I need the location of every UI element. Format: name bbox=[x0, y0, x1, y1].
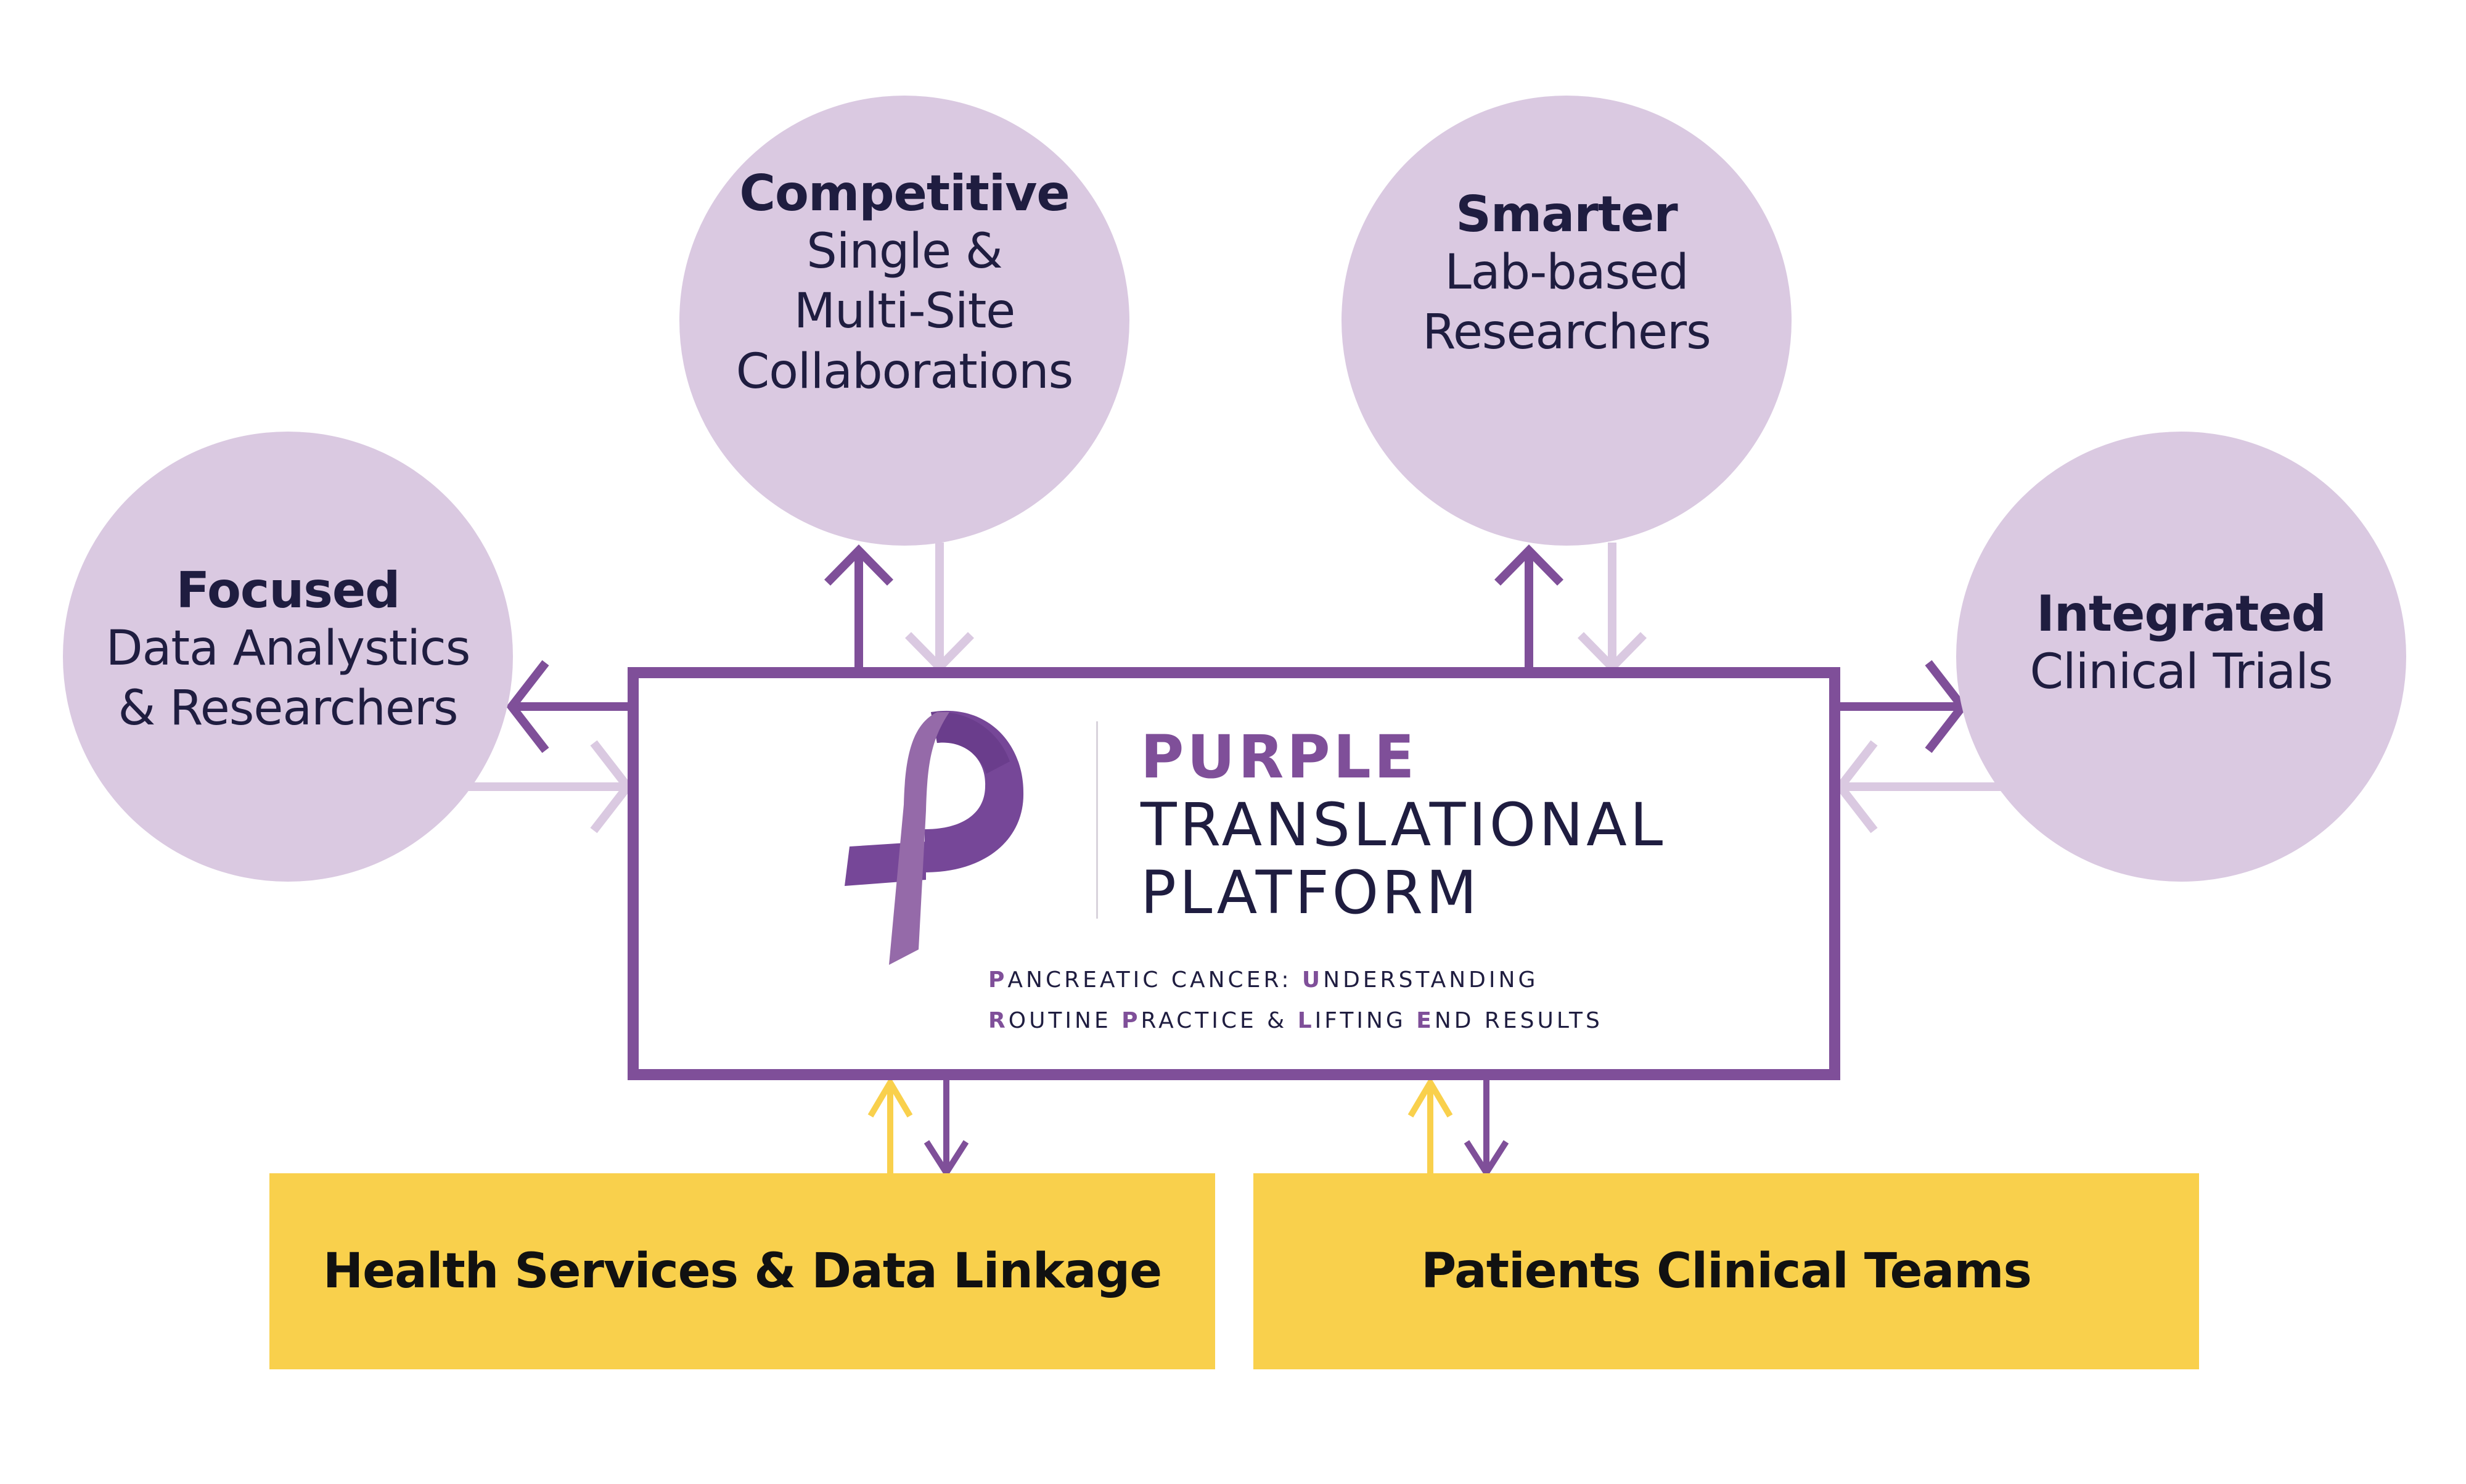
tagline-line-2: ROUTINE PRACTICE & LIFTING END RESULTS bbox=[988, 1010, 1603, 1032]
arrow-platform-to-focused bbox=[506, 660, 628, 753]
arrow-platform-to-smarter bbox=[1494, 544, 1563, 667]
arrow-platform-to-health bbox=[924, 1080, 969, 1179]
circle-smarter: Smarter Lab-based Researchers bbox=[1342, 96, 1792, 546]
box-label: Health Services & Data Linkage bbox=[322, 1244, 1162, 1299]
arrow-focused-to-platform bbox=[469, 740, 633, 834]
tagline-initial: P bbox=[988, 967, 1008, 993]
arrow-platform-to-patients bbox=[1464, 1080, 1509, 1179]
circle-subtitle: Data Analystics & Researchers bbox=[105, 620, 471, 737]
arrow-patients-to-platform bbox=[1407, 1076, 1453, 1173]
arrow-health-to-platform bbox=[867, 1076, 913, 1173]
brand-title-purple: PURPLE bbox=[1141, 723, 1418, 792]
box-health-services: Health Services & Data Linkage bbox=[269, 1173, 1215, 1369]
tagline-initial: R bbox=[988, 1008, 1009, 1033]
tagline-text: ANCREATIC CANCER: bbox=[1007, 967, 1302, 993]
tagline-text: NDERSTANDING bbox=[1323, 967, 1539, 993]
arrow-competitive-to-platform bbox=[905, 543, 974, 673]
arrow-platform-to-integrated bbox=[1840, 660, 1968, 753]
logo-divider bbox=[1096, 721, 1098, 919]
brand-title-platform: PLATFORM bbox=[1141, 858, 1480, 927]
brand-title-translational: TRANSLATIONAL bbox=[1141, 790, 1666, 859]
circle-title: Integrated bbox=[2036, 585, 2327, 643]
circle-title: Competitive bbox=[739, 164, 1070, 222]
circle-title: Smarter bbox=[1456, 185, 1677, 243]
arrow-smarter-to-platform bbox=[1578, 543, 1647, 673]
circle-integrated: Integrated Clinical Trials bbox=[1956, 432, 2406, 882]
platform-box bbox=[628, 667, 1840, 1080]
tagline-text: OUTINE bbox=[1008, 1008, 1122, 1033]
tagline-text: IFTING bbox=[1314, 1008, 1417, 1033]
box-label: Patients Clinical Teams bbox=[1421, 1244, 2032, 1299]
tagline-text: ND RESULTS bbox=[1434, 1008, 1603, 1033]
circle-title: Focused bbox=[176, 561, 401, 619]
tagline-line-1: PANCREATIC CANCER: UNDERSTANDING bbox=[988, 969, 1538, 991]
tagline-initial: E bbox=[1416, 1008, 1435, 1033]
tagline-text: RACTICE & bbox=[1141, 1008, 1298, 1033]
circle-focused: Focused Data Analystics & Researchers bbox=[63, 432, 513, 882]
tagline-initial: L bbox=[1297, 1008, 1315, 1033]
circle-subtitle: Clinical Trials bbox=[2030, 644, 2333, 700]
arrow-integrated-to-platform bbox=[1835, 740, 2004, 834]
purple-ribbon-logo-icon bbox=[845, 710, 1024, 965]
circle-subtitle: Lab-based Researchers bbox=[1422, 244, 1711, 361]
tagline-initial: P bbox=[1121, 1008, 1141, 1033]
circle-subtitle: Single & Multi-Site Collaborations bbox=[735, 223, 1073, 400]
circle-competitive: Competitive Single & Multi-Site Collabor… bbox=[679, 96, 1129, 546]
box-patients-clinical-teams: Patients Clinical Teams bbox=[1253, 1173, 2199, 1369]
arrow-platform-to-competitive bbox=[824, 544, 893, 667]
tagline-initial: U bbox=[1301, 967, 1324, 993]
